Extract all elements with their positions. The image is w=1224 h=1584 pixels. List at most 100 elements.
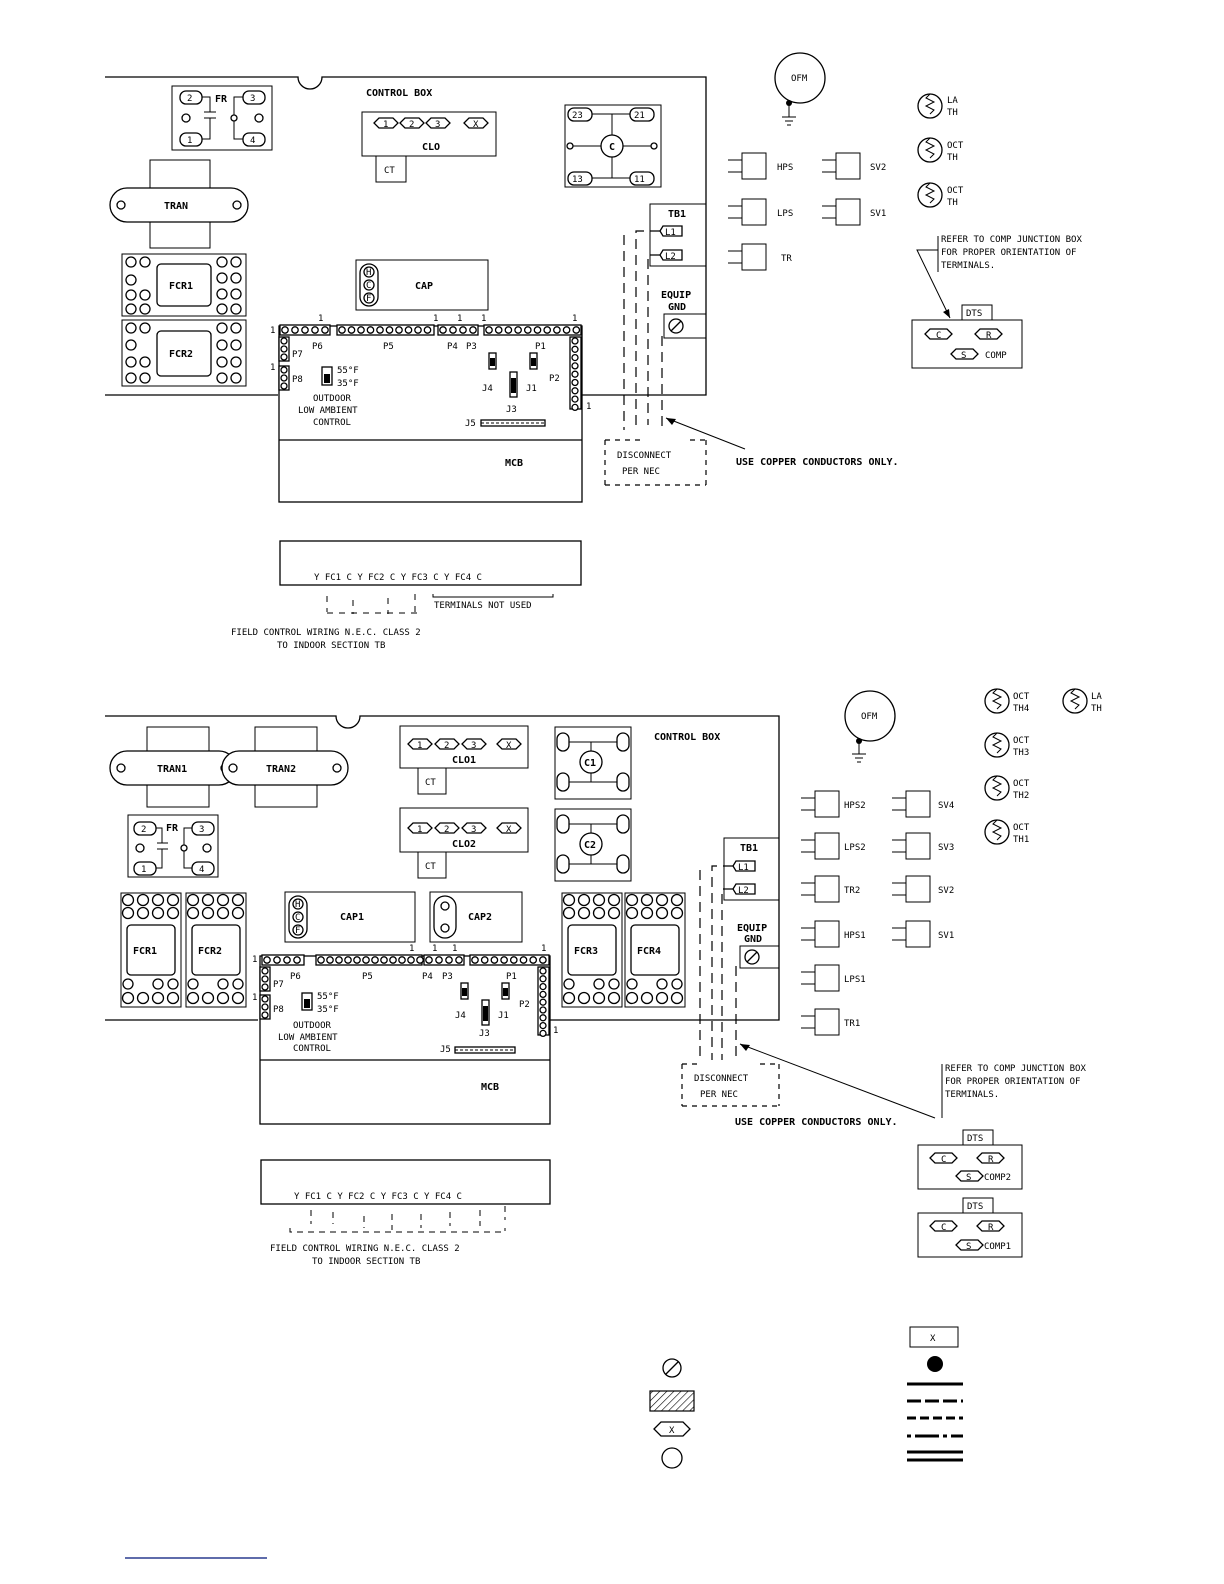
board-pin [261, 983, 269, 991]
board-pin [166, 991, 180, 1005]
thermistor-la-th: LA TH [917, 93, 958, 119]
board-pin [655, 991, 669, 1005]
ground-screw-symbol [662, 1358, 682, 1378]
board-pin [136, 906, 150, 920]
svg-text:C: C [609, 142, 615, 153]
svg-text:1: 1 [541, 944, 546, 954]
svg-text:35°F: 35°F [317, 1005, 339, 1015]
svg-text:J3: J3 [506, 405, 517, 415]
board-pin [166, 906, 180, 920]
board-pin [121, 893, 135, 907]
svg-text:TH: TH [947, 198, 958, 208]
terminal-block-symbol: X [909, 1326, 959, 1348]
svg-text:CT: CT [425, 862, 436, 872]
svg-text:LOW AMBIENT: LOW AMBIENT [298, 406, 358, 416]
board-pin [480, 956, 489, 964]
switch-sv2: SV2 [892, 875, 954, 903]
board-pin [655, 893, 669, 907]
terminal-block-tb1-2: TB1 L1 L2 EQUIP GND [699, 837, 780, 1060]
board-pin [543, 326, 552, 334]
svg-text:CAP: CAP [415, 281, 433, 292]
thermistor-oct-th3: OCT TH3 [984, 732, 1030, 758]
svg-text:LA: LA [1091, 692, 1102, 702]
legend-symbols: X X [125, 1326, 963, 1559]
board-pin [469, 326, 477, 334]
svg-text:SV2: SV2 [938, 886, 954, 896]
fan-cycle-relay-3: FCR3 [561, 892, 623, 1008]
svg-text:TH4: TH4 [1013, 704, 1029, 714]
svg-text:EQUIP: EQUIP [661, 290, 691, 301]
board-pin [344, 956, 352, 964]
svg-text:CONTROL BOX: CONTROL BOX [654, 732, 720, 743]
svg-text:DTS: DTS [967, 1134, 983, 1144]
board-pin [261, 975, 269, 983]
board-pin [500, 956, 508, 964]
svg-text:X: X [473, 120, 479, 130]
svg-text:CONTROL: CONTROL [293, 1044, 331, 1054]
svg-text:1: 1 [433, 314, 438, 324]
svg-text:TB1: TB1 [740, 843, 758, 854]
svg-text:P3: P3 [466, 342, 477, 352]
switch-sv3: SV3 [892, 832, 954, 860]
board-pin [371, 956, 379, 964]
copper-note: USE COPPER CONDUCTORS ONLY. [736, 457, 899, 468]
svg-text:P4: P4 [422, 972, 433, 982]
fan-cycle-relay-1: FCR1 [120, 892, 182, 1008]
board-pin [231, 893, 245, 907]
svg-text:1: 1 [457, 314, 462, 324]
svg-text:S: S [966, 1173, 971, 1183]
contactor-c1: C1 [554, 726, 632, 800]
board-pin [283, 956, 291, 964]
svg-text:J1: J1 [526, 384, 537, 394]
svg-text:TH1: TH1 [1013, 835, 1029, 845]
board-pin [423, 326, 432, 334]
compressor-comp: REFER TO COMP JUNCTION BOX FOR PROPER OR… [911, 235, 1082, 369]
svg-text:FIELD CONTROL WIRING N.E.C. C: FIELD CONTROL WIRING N.E.C. CLASS 2 [270, 1244, 460, 1254]
svg-text:4: 4 [199, 865, 204, 875]
crankcase-heater-clo2: 1 2 3 X CLO2 CT [399, 807, 529, 879]
contactor-c: 23 21 13 11 C [564, 104, 662, 188]
fan-cycle-relay-fcr1: FCR1 [121, 253, 247, 317]
board-pin [449, 326, 457, 334]
board-pin [670, 906, 684, 920]
fcr-label: FCR3 [574, 946, 598, 957]
board-pin [529, 956, 538, 964]
splice-symbol [927, 1356, 943, 1372]
svg-text:1: 1 [252, 993, 257, 1003]
switch-hps1: HPS1 [801, 920, 866, 948]
capacitor-cap1: H C F CAP1 [284, 891, 416, 943]
board-pin [335, 956, 343, 964]
fan-relay-fr-2: 2 3 1 4 FR [127, 814, 219, 878]
svg-text:OFM: OFM [791, 74, 808, 84]
svg-text:C: C [295, 913, 300, 923]
svg-text:P4: P4 [447, 342, 458, 352]
board-pin [640, 893, 654, 907]
svg-text:LPS2: LPS2 [844, 843, 866, 853]
board-pin [571, 378, 579, 387]
svg-text:L1: L1 [738, 863, 749, 873]
board-pin [201, 893, 215, 907]
board-pin [416, 956, 424, 964]
svg-text:SV1: SV1 [938, 931, 954, 941]
switch-sv1: SV1 [892, 920, 954, 948]
board-pin [273, 956, 281, 964]
board-pin [301, 326, 309, 334]
svg-text:X: X [506, 825, 512, 835]
svg-text:FCR1: FCR1 [169, 281, 193, 292]
svg-text:CAP1: CAP1 [340, 912, 364, 923]
board-pin [571, 403, 579, 412]
board-pin [404, 326, 413, 334]
board-pin [445, 956, 453, 964]
disconnect-per-nec: DISCONNECT PER NEC USE COPPER CONDUCTORS… [604, 417, 899, 486]
svg-text:C: C [366, 281, 371, 291]
fcr-label: FCR1 [133, 946, 157, 957]
control-box-outline-2 [105, 715, 780, 1021]
svg-text:R: R [988, 1155, 994, 1165]
board-pin [670, 893, 684, 907]
board-pin [607, 906, 621, 920]
board-pin [291, 326, 299, 334]
svg-text:OCT: OCT [1013, 736, 1030, 746]
switch-lps2: LPS2 [801, 832, 866, 860]
diagram-2: CONTROL BOX TRAN1 TRAN2 2 3 1 4 [105, 688, 1102, 1267]
svg-text:USE COPPER CONDUCTORS ONLY.: USE COPPER CONDUCTORS ONLY. [735, 1117, 898, 1128]
